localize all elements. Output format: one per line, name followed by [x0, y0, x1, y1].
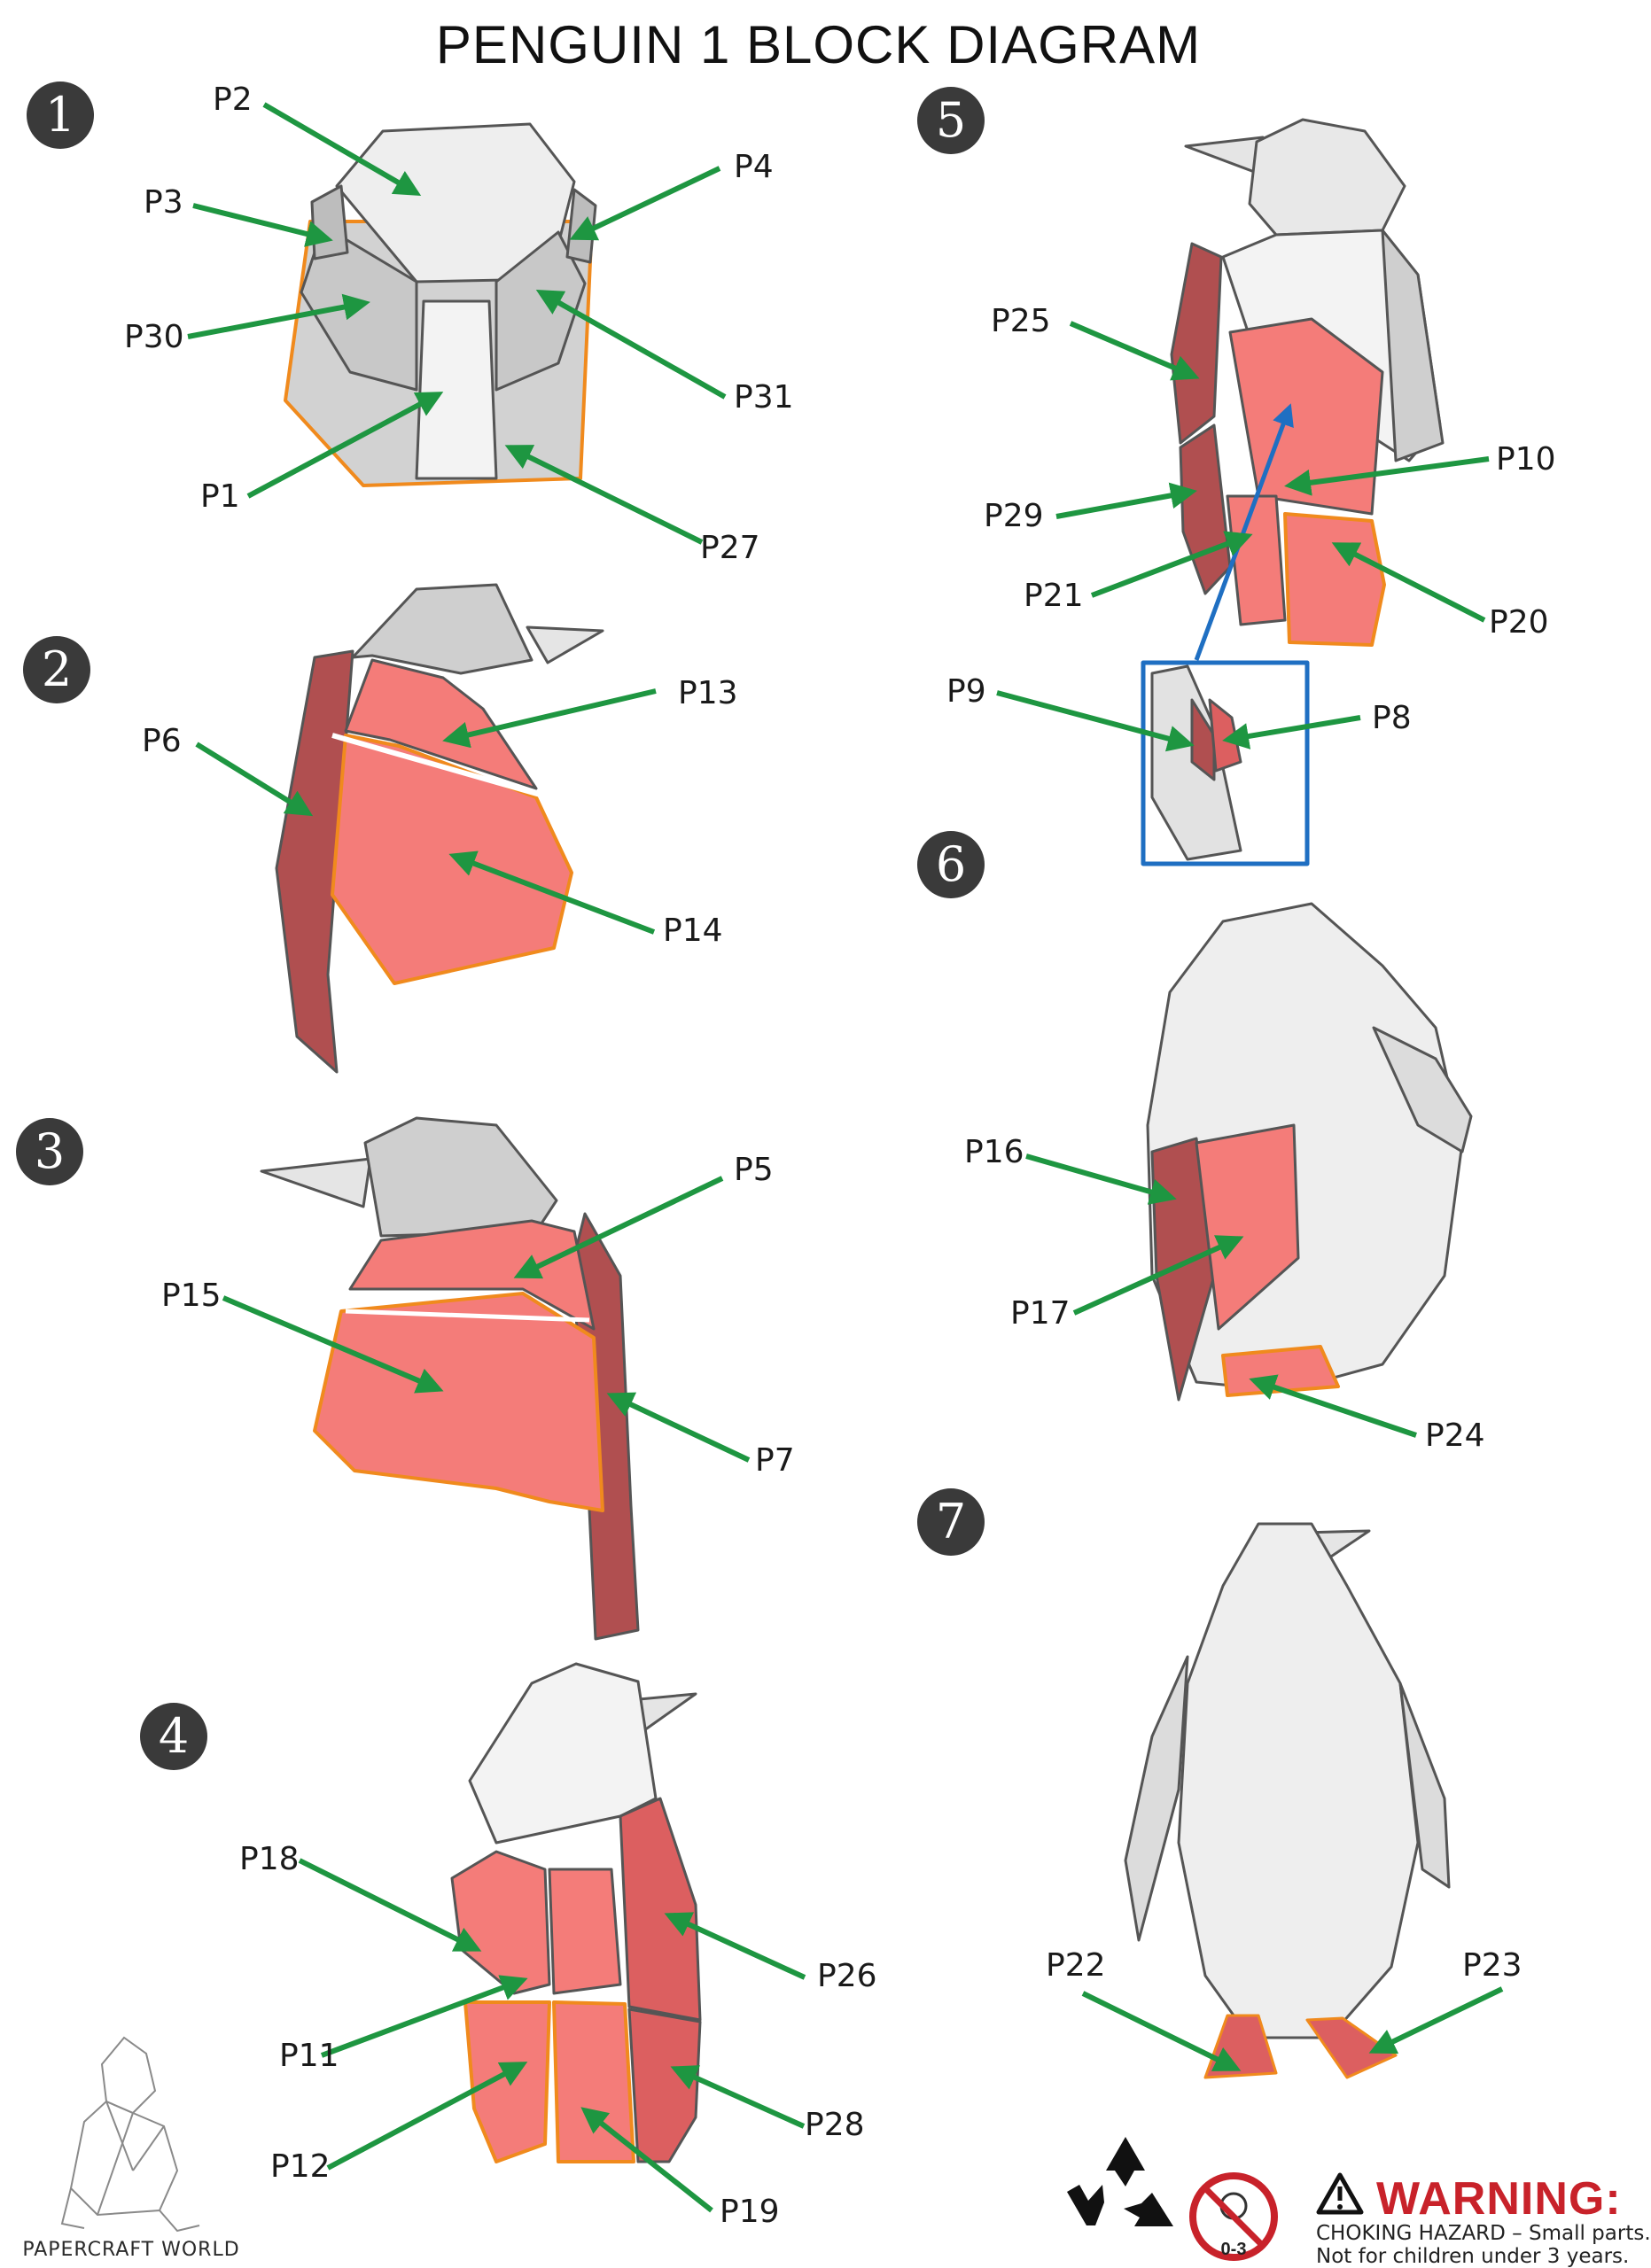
part-head-2 [351, 583, 533, 675]
part-label-p6: P6 [142, 723, 182, 759]
part-label-p13: P13 [678, 675, 738, 711]
step-6-figure [1146, 902, 1473, 1402]
step-number-3: 3 [16, 1118, 83, 1185]
step-4-figure [450, 1662, 702, 2163]
part-label-p9: P9 [946, 673, 986, 710]
age-restriction-label: 0-3 [1220, 2240, 1247, 2259]
part-p4 [565, 188, 597, 264]
part-p12 [463, 2000, 551, 2163]
recycle-icon [1067, 2137, 1173, 2226]
callout-arrows [187, 102, 1504, 2213]
part-label-p30: P30 [124, 319, 184, 355]
part-p1 [415, 299, 498, 480]
part-p20 [1283, 512, 1386, 647]
part-label-p12: P12 [270, 2148, 331, 2185]
part-p14 [331, 734, 573, 985]
part-label-p3: P3 [144, 184, 183, 221]
part-p21 [1226, 494, 1287, 626]
step-5-figure [1141, 118, 1445, 866]
part-p26 [619, 1797, 702, 2022]
step-number-1: 1 [27, 82, 94, 149]
part-label-p25: P25 [991, 303, 1051, 339]
part-p18 [450, 1850, 551, 1995]
step-7-figure [1124, 1522, 1451, 2079]
step-number-4: 4 [140, 1703, 207, 1770]
warning-triangle-icon [1316, 2172, 1364, 2215]
part-p19 [552, 2000, 635, 2163]
part-label-p4: P4 [734, 149, 774, 185]
step-number-7: 7 [917, 1488, 985, 1556]
part-label-p2: P2 [213, 82, 253, 118]
part-p15 [313, 1292, 604, 1512]
gorilla-icon [60, 2036, 200, 2233]
part-p6 [275, 649, 354, 1074]
part-label-p24: P24 [1425, 1418, 1485, 1454]
part-label-p17: P17 [1010, 1295, 1071, 1332]
part-label-p11: P11 [279, 2038, 339, 2074]
brand-name: PAPERCRAFT WORLD [22, 2239, 240, 2261]
step-2-figure [275, 583, 604, 1074]
page-title: PENGUIN 1 BLOCK DIAGRAM [435, 15, 1202, 74]
step-1-figure [284, 122, 597, 487]
part-flipper-left-7 [1124, 1655, 1189, 1942]
part-p23 [1305, 2016, 1398, 2079]
part-label-p1: P1 [200, 478, 240, 515]
part-label-p14: P14 [663, 913, 723, 949]
part-label-p31: P31 [734, 379, 794, 416]
part-label-p23: P23 [1462, 1947, 1523, 1984]
part-label-p26: P26 [817, 1958, 877, 1994]
part-p3 [310, 184, 349, 260]
part-label-p19: P19 [720, 2194, 780, 2230]
part-right-side-5 [1381, 229, 1445, 462]
part-beak-5 [1184, 136, 1265, 175]
warning-line-1: CHOKING HAZARD – Small parts. [1316, 2222, 1651, 2245]
part-p25 [1170, 242, 1223, 445]
part-beak-2 [526, 625, 604, 664]
part-beak-3 [260, 1157, 372, 1208]
part-label-p29: P29 [984, 498, 1044, 534]
part-label-p28: P28 [805, 2107, 865, 2143]
part-p17 [1195, 1123, 1300, 1331]
warning-title: WARNING: [1376, 2173, 1622, 2225]
part-label-p16: P16 [964, 1134, 1024, 1170]
part-p5 [348, 1219, 596, 1331]
step-number-2: 2 [23, 636, 90, 703]
warning-line-2: Not for children under 3 years. [1316, 2245, 1630, 2268]
part-p29 [1179, 423, 1232, 595]
no-baby-icon [1189, 2172, 1278, 2261]
part-p13 [344, 658, 538, 790]
step-number-6: 6 [917, 831, 985, 898]
part-label-p27: P27 [700, 530, 760, 566]
part-head-3 [363, 1116, 558, 1238]
part-label-p22: P22 [1046, 1947, 1106, 1984]
part-flipper-right-7 [1398, 1682, 1451, 1889]
part-label-p10: P10 [1496, 441, 1556, 478]
part-body-7 [1177, 1522, 1420, 2039]
part-label-p15: P15 [161, 1278, 222, 1314]
part-p28 [627, 2008, 702, 2163]
part-label-p8: P8 [1372, 700, 1412, 736]
part-p11 [548, 1868, 622, 1995]
step-number-5: 5 [917, 87, 985, 154]
part-head-5 [1248, 118, 1406, 237]
part-label-p21: P21 [1024, 578, 1084, 614]
step-3-figure [260, 1116, 640, 1641]
part-label-p7: P7 [755, 1442, 795, 1479]
part-label-p18: P18 [239, 1841, 300, 1877]
part-label-p20: P20 [1489, 604, 1549, 641]
part-flipper-6 [1372, 1026, 1473, 1153]
part-label-p5: P5 [734, 1152, 774, 1188]
